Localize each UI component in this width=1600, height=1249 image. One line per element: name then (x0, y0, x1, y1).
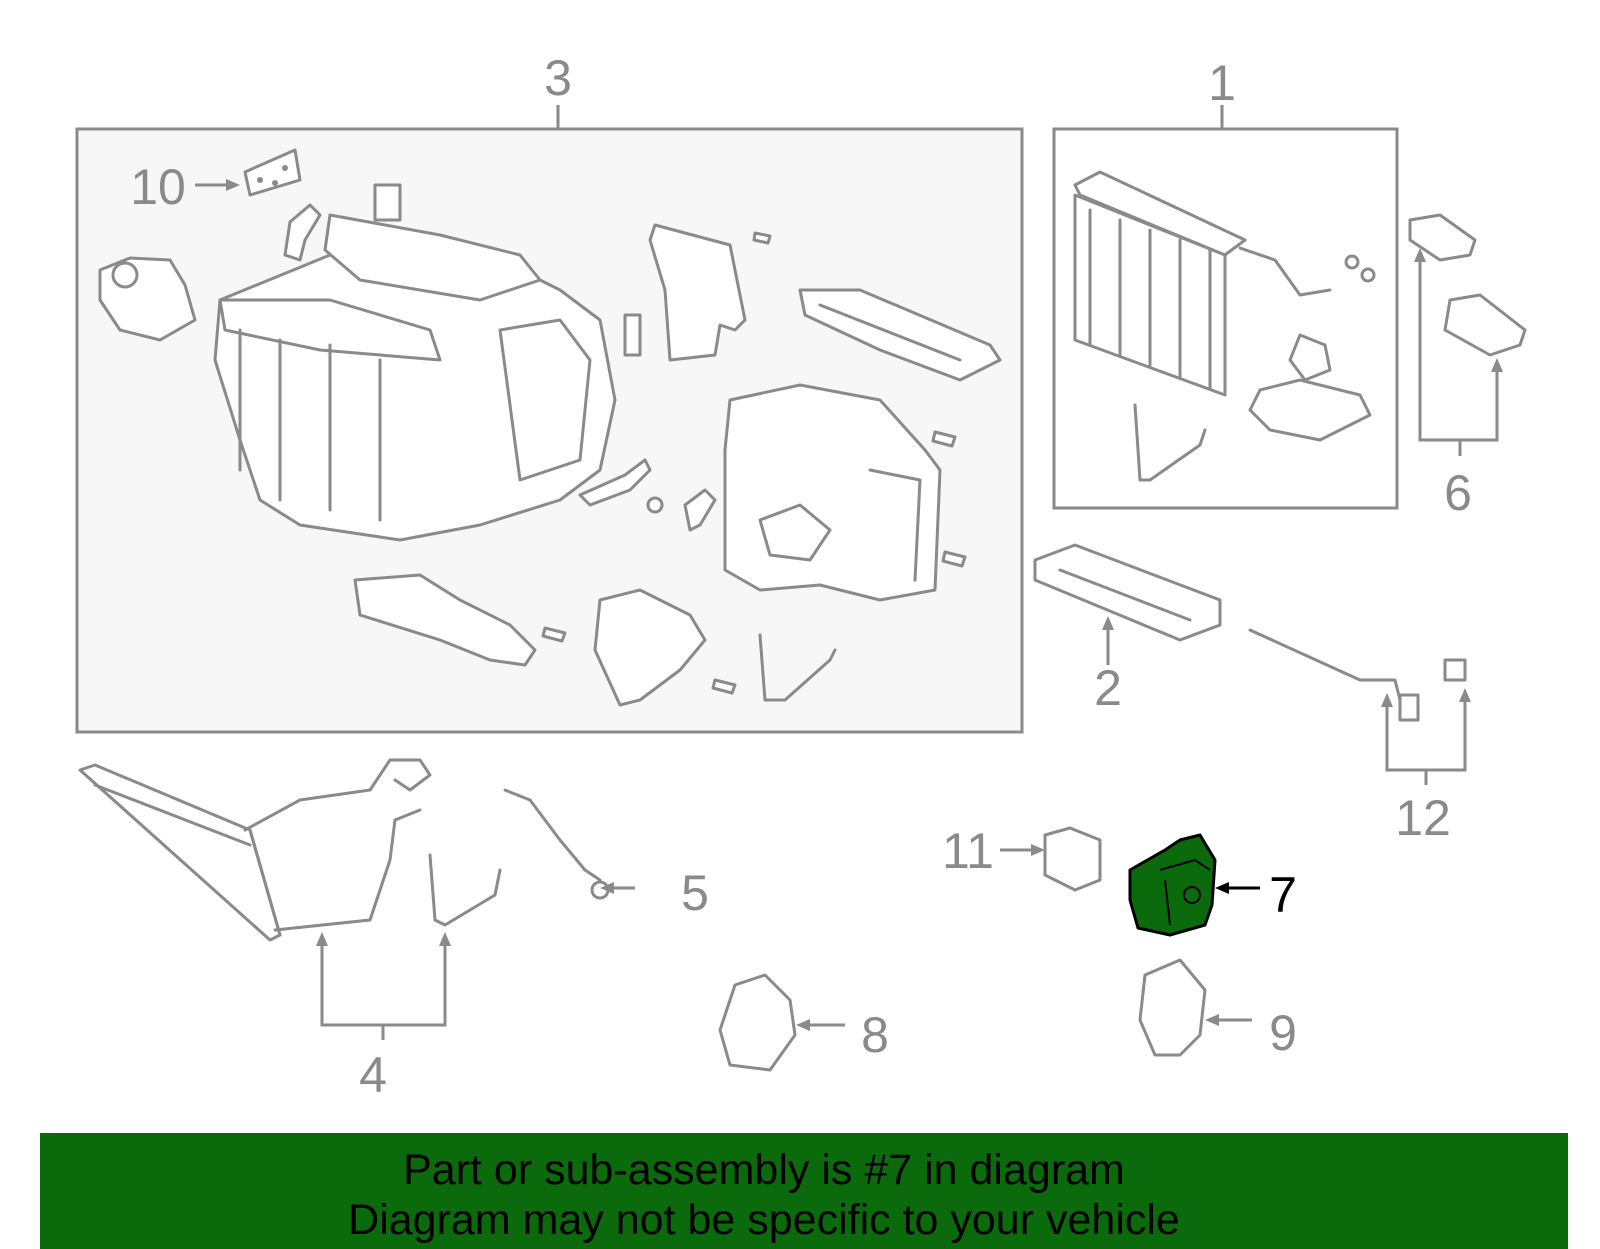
callout-4: 4 (359, 1047, 387, 1103)
part-6-sensors (1408, 213, 1527, 357)
banner-line-1: Part or sub-assembly is #7 in diagram (403, 1146, 1125, 1194)
callout-10: 10 (130, 159, 186, 215)
callout-12: 12 (1395, 790, 1451, 846)
leader-lines (195, 179, 1503, 1040)
callout-7: 7 (1269, 867, 1297, 923)
banner-line-2: Diagram may not be specific to your vehi… (348, 1196, 1180, 1244)
blower-case (723, 383, 967, 602)
callout-5: 5 (681, 865, 709, 921)
part-4-heater-core (78, 758, 502, 942)
part-11-resistor (1043, 826, 1102, 892)
callout-11: 11 (942, 823, 994, 879)
small-pieces (353, 458, 837, 707)
part-7-highlighted[interactable] (1128, 833, 1217, 937)
callout-2: 2 (1094, 660, 1122, 716)
callout-1: 1 (1208, 55, 1236, 111)
callout-8: 8 (861, 1007, 889, 1063)
info-banner: Part or sub-assembly is #7 in diagram Di… (40, 1133, 1568, 1249)
evaporator (1073, 170, 1376, 482)
callout-9: 9 (1269, 1005, 1297, 1061)
part-9-motor (1138, 958, 1207, 1057)
part-12-sensor (1248, 628, 1467, 722)
callout-6: 6 (1444, 465, 1472, 521)
part-8-motor (718, 973, 797, 1072)
duct-piece (623, 223, 772, 362)
callout-3: 3 (544, 50, 572, 106)
part-2-filter (1033, 543, 1222, 642)
heater-unit (98, 148, 617, 542)
callout-labels: 1 2 3 4 5 6 7 8 9 10 11 12 (130, 50, 1472, 1103)
part-5-hose (503, 788, 610, 900)
upper-duct (798, 288, 1002, 382)
